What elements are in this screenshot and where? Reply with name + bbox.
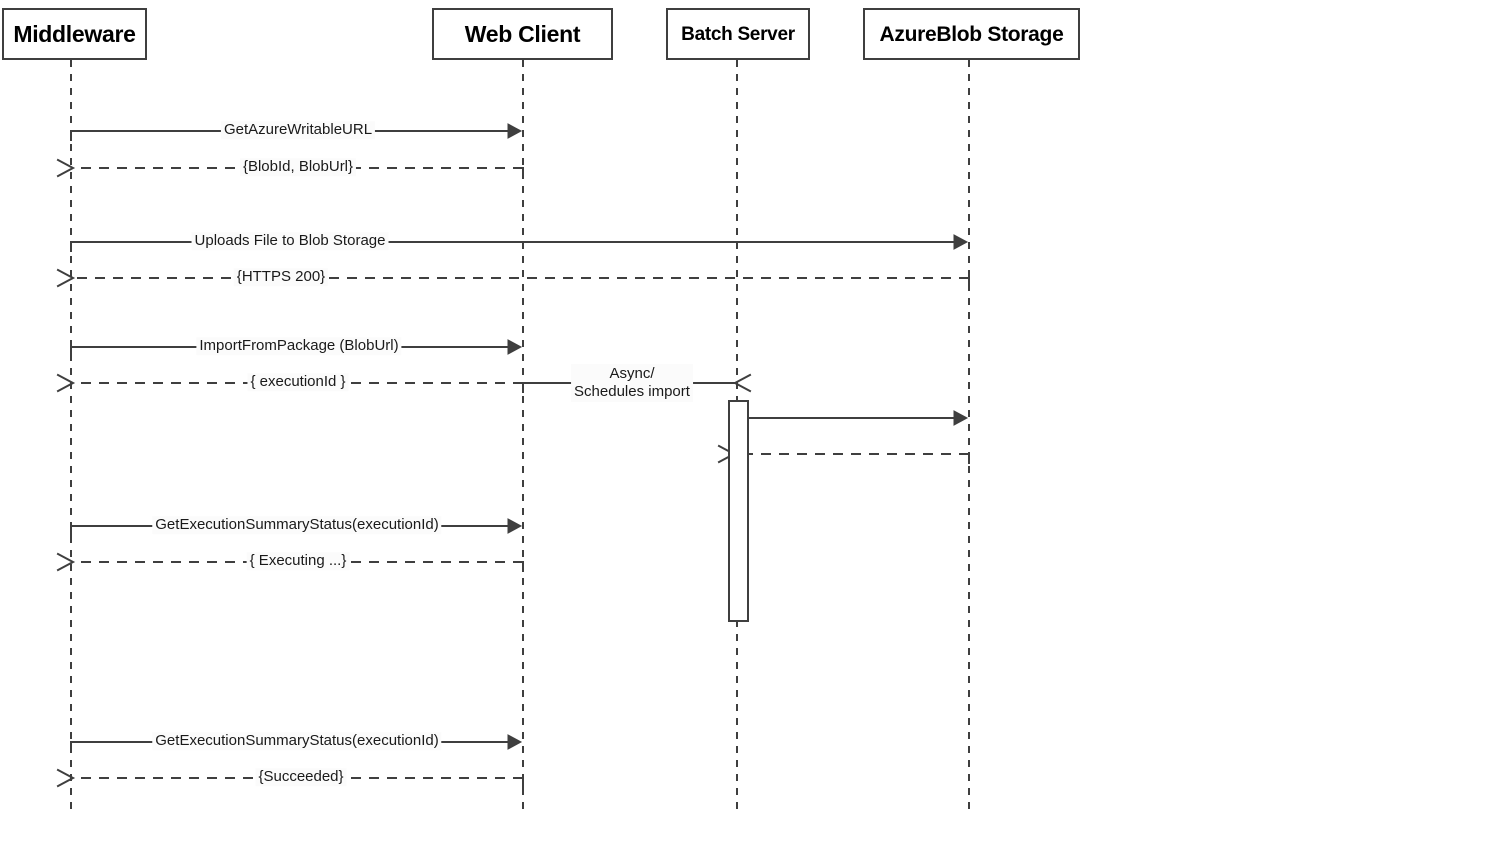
message-label-msg-async-schedules-import: Async/Schedules import — [571, 364, 693, 402]
message-label-line2-msg-async-schedules-import: Schedules import — [574, 383, 690, 400]
message-label-msg-succeeded: {Succeeded} — [255, 768, 347, 786]
arrowhead-open-msg-async-schedules-import — [732, 373, 752, 393]
participant-label-web-client: Web Client — [464, 20, 581, 47]
participant-label-batch-server: Batch Server — [681, 23, 795, 45]
message-label-msg-get-azure-writable-url: GetAzureWritableURL — [220, 121, 376, 139]
message-msg-batch-to-blob — [741, 410, 969, 428]
arrowhead-open-msg-succeeded — [56, 768, 76, 788]
participant-label-middleware: Middleware — [13, 20, 136, 47]
activations-layer — [728, 400, 749, 622]
arrowhead-filled-msg-get-execution-status-1 — [507, 518, 523, 534]
participant-box-middleware[interactable]: Middleware — [2, 8, 147, 60]
arrowhead-open-msg-https-200 — [56, 268, 76, 288]
message-label-msg-executing: { Executing ...} — [246, 552, 350, 570]
message-label-msg-get-execution-status-1: GetExecutionSummaryStatus(executionId) — [152, 516, 442, 534]
message-label-msg-get-execution-status-2: GetExecutionSummaryStatus(executionId) — [152, 732, 442, 750]
arrowhead-filled-msg-import-from-package — [507, 339, 523, 355]
lifelines-layer — [70, 60, 970, 812]
participant-label-azure-blob: AzureBlob Storage — [879, 22, 1064, 46]
arrowhead-filled-msg-get-execution-status-2 — [507, 734, 523, 750]
message-label-msg-https-200: {HTTPS 200} — [233, 268, 329, 286]
message-label-msg-blobid-bloburl: {BlobId, BlobUrl} — [239, 158, 357, 176]
arrowhead-filled-msg-uploads-file — [953, 234, 969, 250]
participant-box-azure-blob[interactable]: AzureBlob Storage — [863, 8, 1080, 60]
arrowhead-open-msg-blobid-bloburl — [56, 158, 76, 178]
messages-layer — [56, 123, 970, 788]
arrowhead-open-msg-executing — [56, 552, 76, 572]
batch-server-activation — [728, 400, 749, 622]
message-msg-https-200 — [56, 268, 970, 288]
participant-box-web-client[interactable]: Web Client — [432, 8, 613, 60]
participant-box-batch-server[interactable]: Batch Server — [666, 8, 810, 60]
message-label-msg-execution-id: { executionId } — [247, 373, 349, 391]
message-label-msg-uploads-file: Uploads File to Blob Storage — [191, 232, 389, 250]
arrowhead-filled-msg-batch-to-blob — [953, 410, 969, 426]
message-msg-blob-to-batch — [717, 444, 970, 464]
message-label-msg-import-from-package: ImportFromPackage (BlobUrl) — [196, 337, 402, 355]
arrowhead-filled-msg-get-azure-writable-url — [507, 123, 523, 139]
arrowhead-open-msg-execution-id — [56, 373, 76, 393]
